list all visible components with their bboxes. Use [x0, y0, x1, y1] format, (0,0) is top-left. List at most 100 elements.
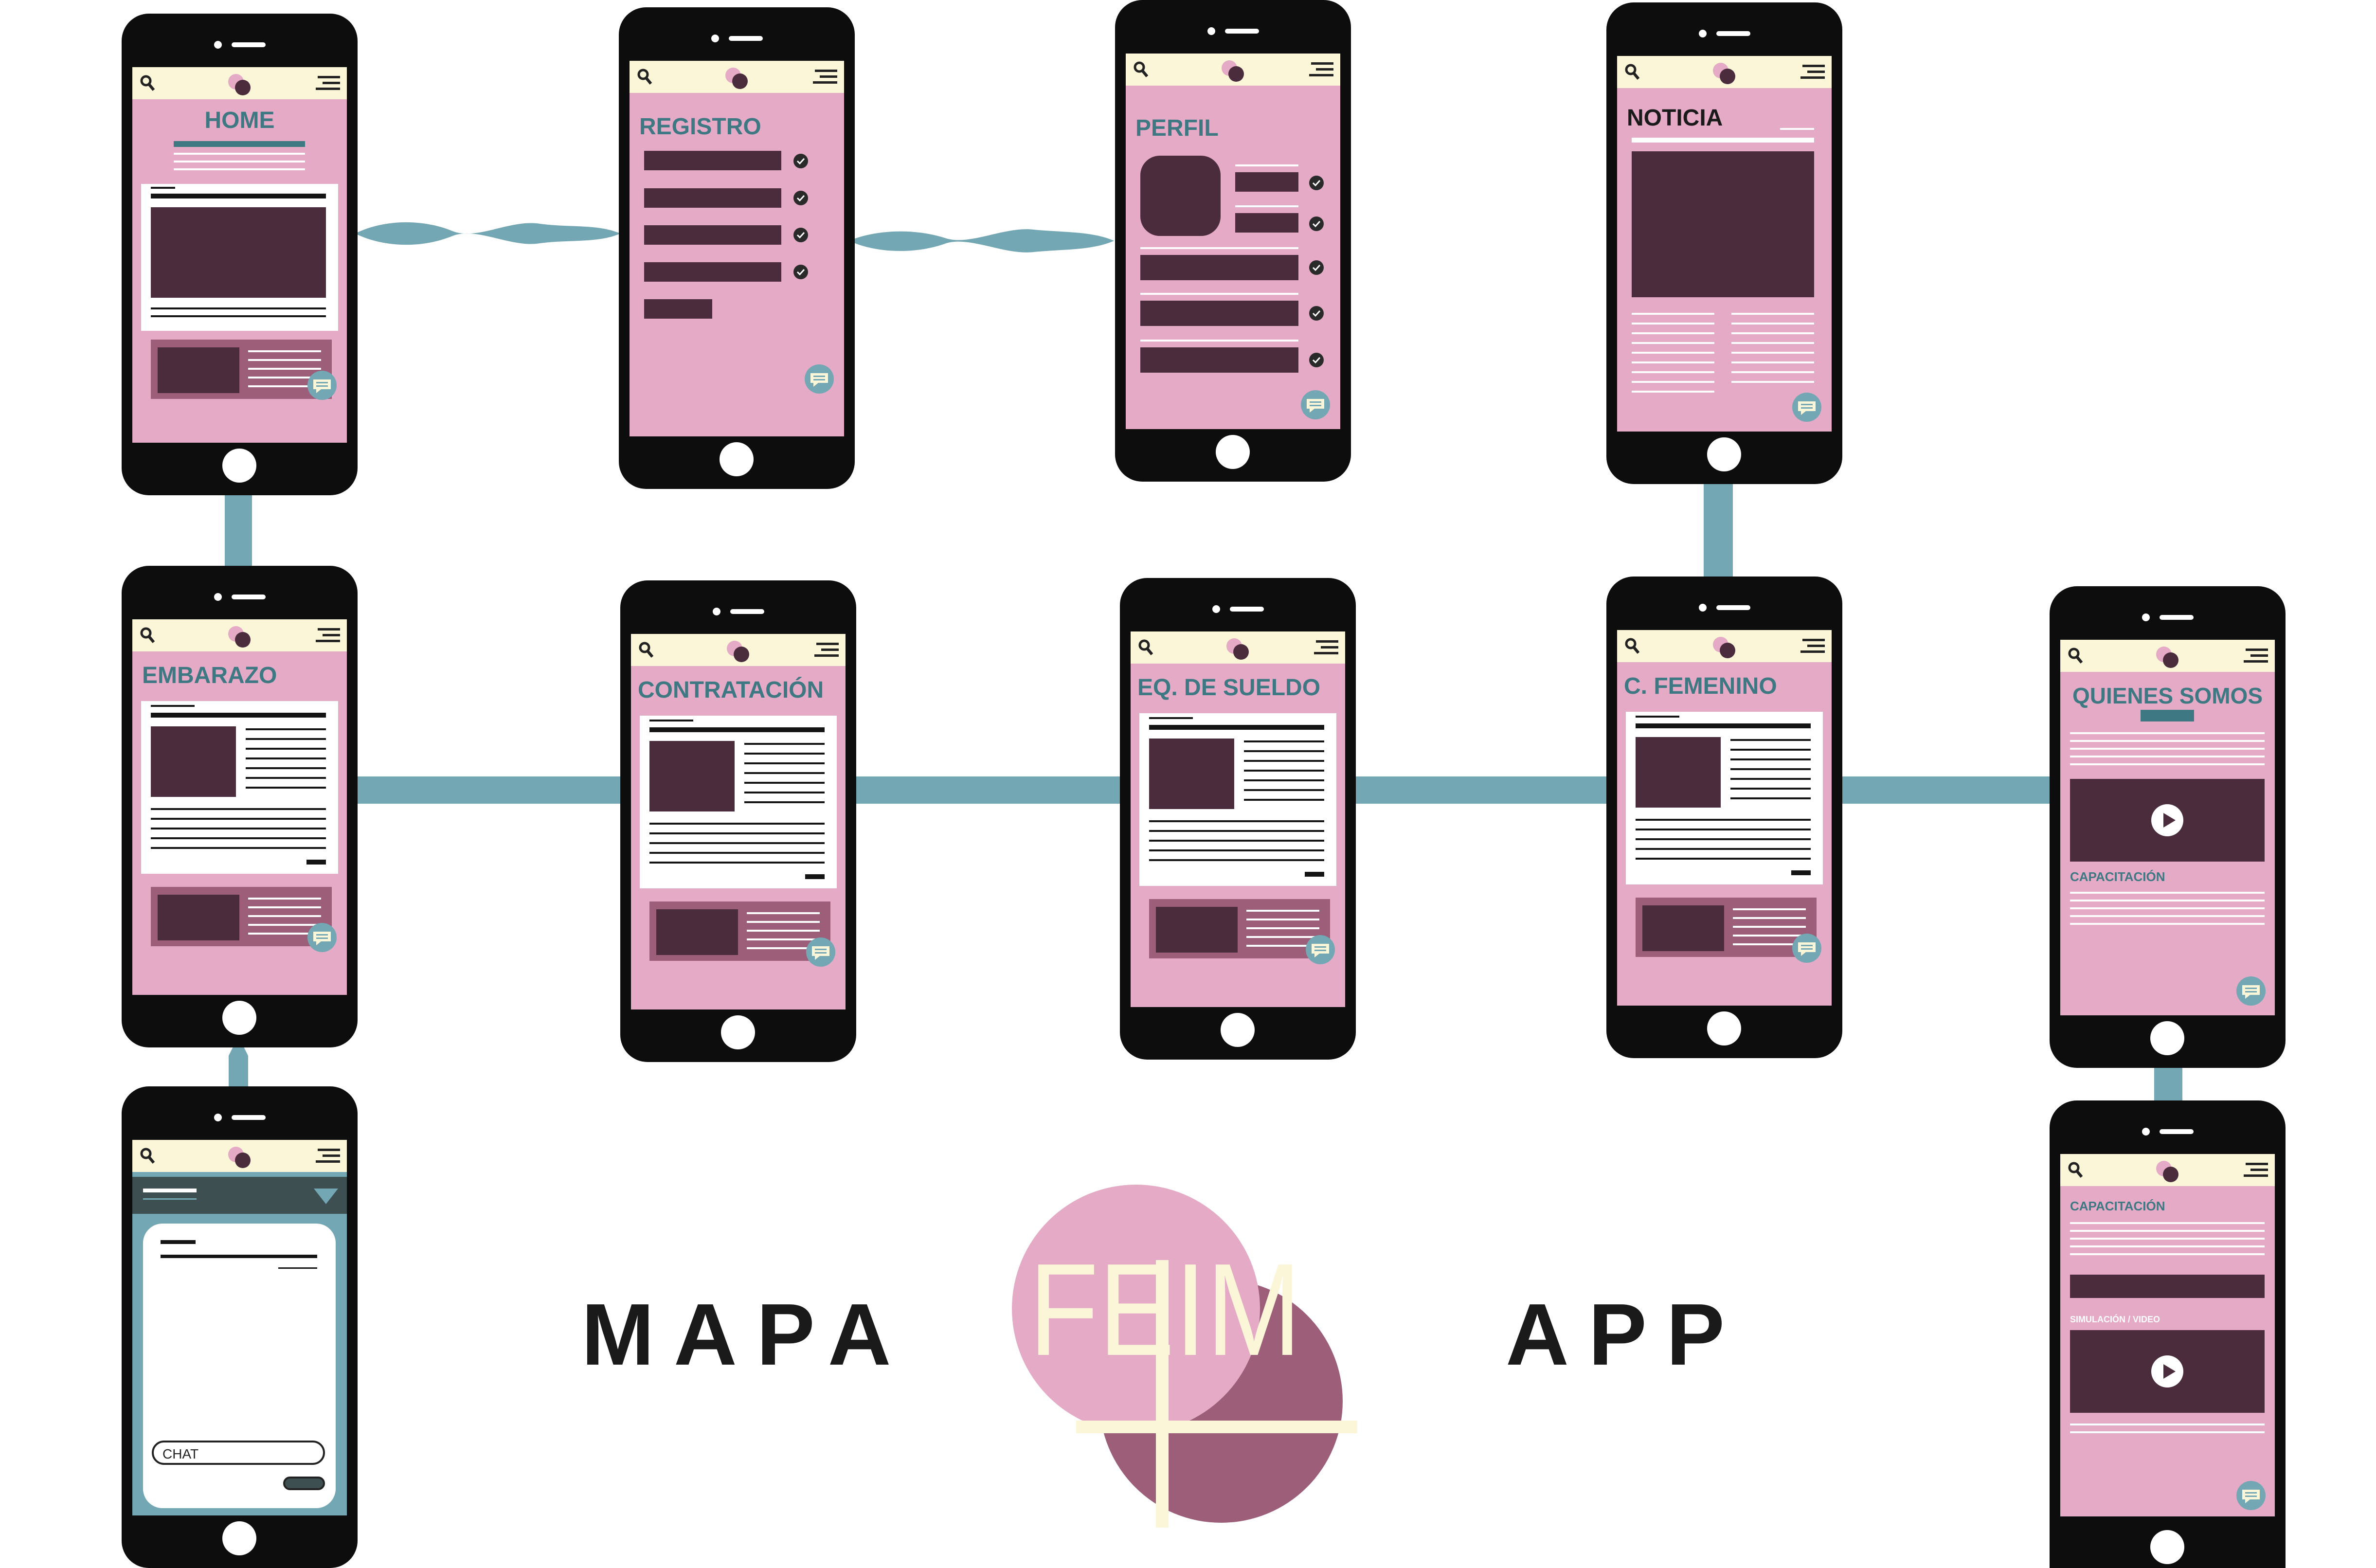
play-icon[interactable] [2150, 803, 2184, 837]
speaker-bar [232, 42, 266, 47]
text-line [1149, 725, 1324, 730]
menu-icon[interactable] [2244, 1163, 2268, 1177]
chat-bubble-icon[interactable] [805, 937, 836, 968]
home-button[interactable] [2150, 1530, 2184, 1564]
search-icon[interactable] [1134, 61, 1148, 78]
read-more[interactable] [1305, 872, 1324, 877]
chat-bubble-icon[interactable] [1305, 934, 1336, 965]
content-card[interactable] [1139, 713, 1336, 886]
chevron-down-icon[interactable] [314, 1187, 338, 1206]
menu-icon[interactable] [316, 1149, 340, 1163]
promo-card[interactable] [151, 887, 332, 946]
home-button[interactable] [222, 1521, 256, 1555]
home-button[interactable] [1221, 1013, 1255, 1047]
menu-icon[interactable] [316, 628, 340, 643]
profile-field[interactable] [1235, 172, 1298, 192]
menu-icon[interactable] [813, 70, 837, 84]
connector-wave-home-registro [355, 222, 620, 245]
text-line [1731, 332, 1814, 334]
profile-field[interactable] [1140, 255, 1298, 280]
search-icon[interactable] [2068, 1162, 2083, 1178]
submit-button[interactable] [644, 299, 712, 319]
search-icon[interactable] [2068, 648, 2083, 664]
text-line [1632, 313, 1714, 315]
search-icon[interactable] [140, 75, 155, 91]
text-line [246, 777, 326, 779]
text-line [1632, 332, 1714, 334]
content-card[interactable] [640, 716, 837, 888]
form-field[interactable] [644, 188, 781, 208]
chat-bubble-icon[interactable] [306, 922, 338, 953]
speaker-dot [2142, 613, 2150, 621]
speaker-dot [1207, 27, 1215, 35]
home-button[interactable] [222, 1001, 256, 1035]
menu-icon[interactable] [1800, 65, 1825, 79]
profile-field[interactable] [1140, 301, 1298, 326]
text-line [151, 187, 175, 189]
connector-wave-registro-perfil [849, 229, 1114, 252]
chat-header[interactable] [132, 1177, 347, 1214]
search-icon[interactable] [140, 627, 155, 644]
menu-icon[interactable] [316, 76, 340, 90]
title-app: APP [1506, 1286, 1745, 1384]
content-card[interactable] [141, 701, 338, 874]
menu-icon[interactable] [2244, 649, 2268, 663]
top-bar [1617, 56, 1832, 88]
play-icon[interactable] [2150, 1354, 2184, 1388]
text-line [1730, 758, 1811, 760]
text-line [151, 307, 326, 309]
send-button[interactable] [283, 1477, 325, 1490]
search-icon[interactable] [639, 642, 653, 658]
content-card[interactable] [1626, 712, 1823, 884]
text-line [744, 743, 825, 745]
read-more[interactable] [805, 874, 825, 879]
news-card[interactable] [141, 184, 338, 331]
content-bar [2070, 1275, 2265, 1298]
form-field[interactable] [644, 151, 781, 170]
menu-icon[interactable] [1314, 640, 1338, 655]
search-icon[interactable] [1138, 639, 1153, 656]
chat-bubble-icon[interactable] [306, 370, 338, 401]
chat-bubble-icon[interactable] [1791, 933, 1822, 964]
phone-home: HOME [122, 14, 358, 495]
home-button[interactable] [2150, 1021, 2184, 1055]
home-button[interactable] [1707, 1011, 1741, 1045]
search-icon[interactable] [1625, 638, 1639, 654]
profile-field[interactable] [1140, 347, 1298, 373]
search-icon[interactable] [140, 1148, 155, 1164]
text-line [1244, 750, 1324, 752]
search-icon[interactable] [637, 69, 652, 85]
video-player[interactable] [2070, 779, 2265, 862]
promo-card[interactable] [649, 901, 830, 961]
menu-icon[interactable] [1800, 639, 1825, 653]
promo-card[interactable] [1636, 898, 1817, 957]
video-player[interactable] [2070, 1330, 2265, 1413]
home-button[interactable] [721, 1015, 755, 1049]
chat-bubble-icon[interactable] [1791, 392, 1822, 423]
chat-bubble-icon[interactable] [2235, 975, 2267, 1007]
search-icon[interactable] [1625, 64, 1639, 80]
form-field[interactable] [644, 262, 781, 282]
home-button[interactable] [1216, 435, 1250, 469]
chat-bubble-icon[interactable] [2235, 1480, 2267, 1511]
home-button[interactable] [222, 449, 256, 483]
title-underline [2141, 710, 2194, 721]
text-line [1246, 919, 1319, 920]
chat-bubble-icon[interactable] [1300, 389, 1331, 420]
chat-bubble-icon[interactable] [804, 363, 835, 395]
avatar[interactable] [1140, 156, 1221, 236]
home-button[interactable] [1707, 437, 1741, 471]
home-button[interactable] [720, 442, 754, 476]
text-line [2070, 1431, 2265, 1433]
read-more[interactable] [306, 860, 326, 865]
text-line [1733, 926, 1806, 928]
profile-field[interactable] [1235, 213, 1298, 233]
news-image [1632, 151, 1814, 297]
menu-icon[interactable] [1309, 62, 1333, 77]
form-field[interactable] [644, 225, 781, 245]
chat-input[interactable]: CHAT [152, 1441, 325, 1465]
read-more[interactable] [1791, 870, 1811, 875]
promo-card[interactable] [151, 340, 332, 399]
promo-card[interactable] [1149, 899, 1330, 958]
menu-icon[interactable] [814, 643, 839, 657]
